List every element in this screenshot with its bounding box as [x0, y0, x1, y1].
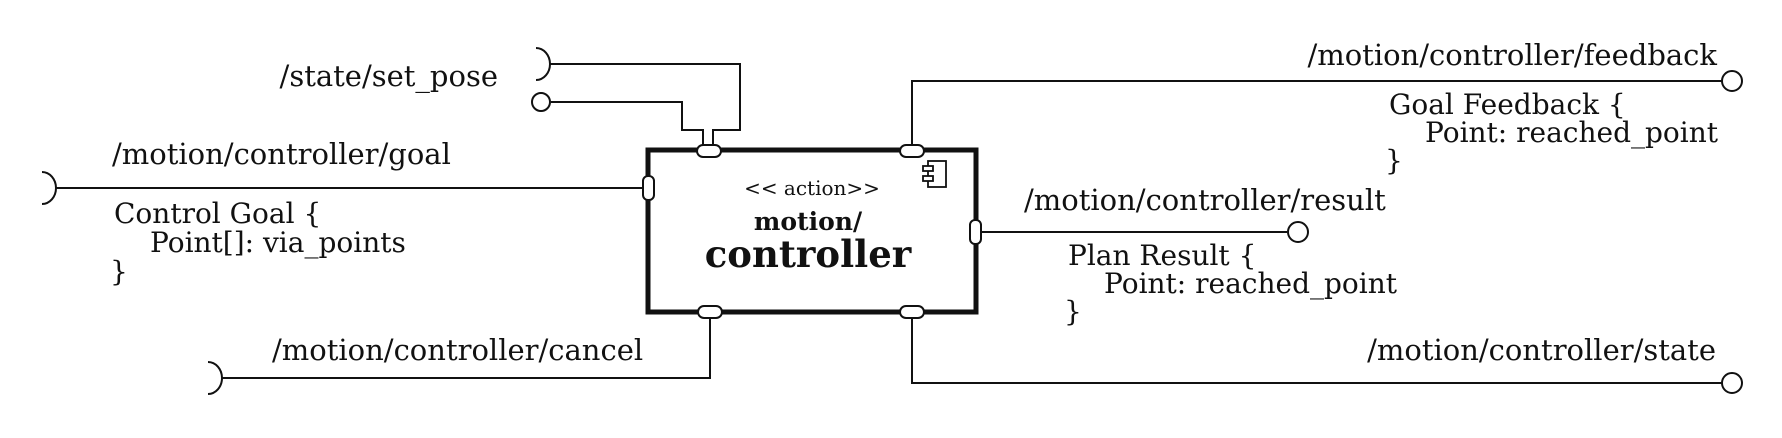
result-message-close: }: [1064, 295, 1082, 328]
feedback-message-field: Point: reached_point: [1425, 116, 1719, 149]
feedback-message-close: }: [1385, 144, 1403, 177]
state-lollipop[interactable]: [1721, 372, 1743, 394]
set-pose-required-wire: [549, 63, 741, 150]
goal-message-open: Control Goal {: [114, 197, 321, 230]
goal-port[interactable]: [642, 175, 655, 201]
feedback-topic-label: /motion/controller/feedback: [1307, 38, 1717, 72]
feedback-message-open: Goal Feedback {: [1389, 88, 1626, 121]
set-pose-port[interactable]: [696, 144, 722, 158]
result-topic-label: /motion/controller/result: [1024, 183, 1386, 217]
feedback-wire: [911, 80, 1722, 150]
component-name-line1: motion/: [754, 207, 863, 236]
result-port[interactable]: [969, 219, 982, 245]
cancel-port[interactable]: [697, 305, 723, 319]
cancel-socket: [207, 361, 223, 395]
component-icon: [922, 160, 947, 188]
result-message-field: Point: reached_point: [1104, 267, 1398, 300]
goal-topic-label: /motion/controller/goal: [112, 137, 451, 171]
cancel-topic-label: /motion/controller/cancel: [272, 333, 643, 367]
goal-message-field: Point[]: via_points: [150, 226, 406, 259]
cancel-wire: [221, 312, 711, 379]
component-stereotype: << action>>: [744, 176, 880, 200]
feedback-lollipop[interactable]: [1721, 70, 1743, 92]
result-message-open: Plan Result {: [1068, 239, 1256, 272]
set-pose-required-socket: [535, 47, 551, 81]
set-pose-topic-label: /state/set_pose: [280, 59, 498, 94]
set-pose-provided-wire: [551, 101, 704, 150]
feedback-port[interactable]: [899, 144, 925, 158]
goal-socket: [41, 171, 57, 205]
controller-component-box[interactable]: [645, 147, 979, 315]
result-lollipop[interactable]: [1287, 221, 1309, 243]
component-name-line2: controller: [705, 232, 912, 276]
state-wire: [911, 312, 1722, 384]
state-topic-label: /motion/controller/state: [1367, 333, 1716, 367]
set-pose-provided-lollipop[interactable]: [531, 92, 551, 112]
goal-message-close: }: [110, 255, 128, 288]
state-port[interactable]: [899, 305, 925, 319]
